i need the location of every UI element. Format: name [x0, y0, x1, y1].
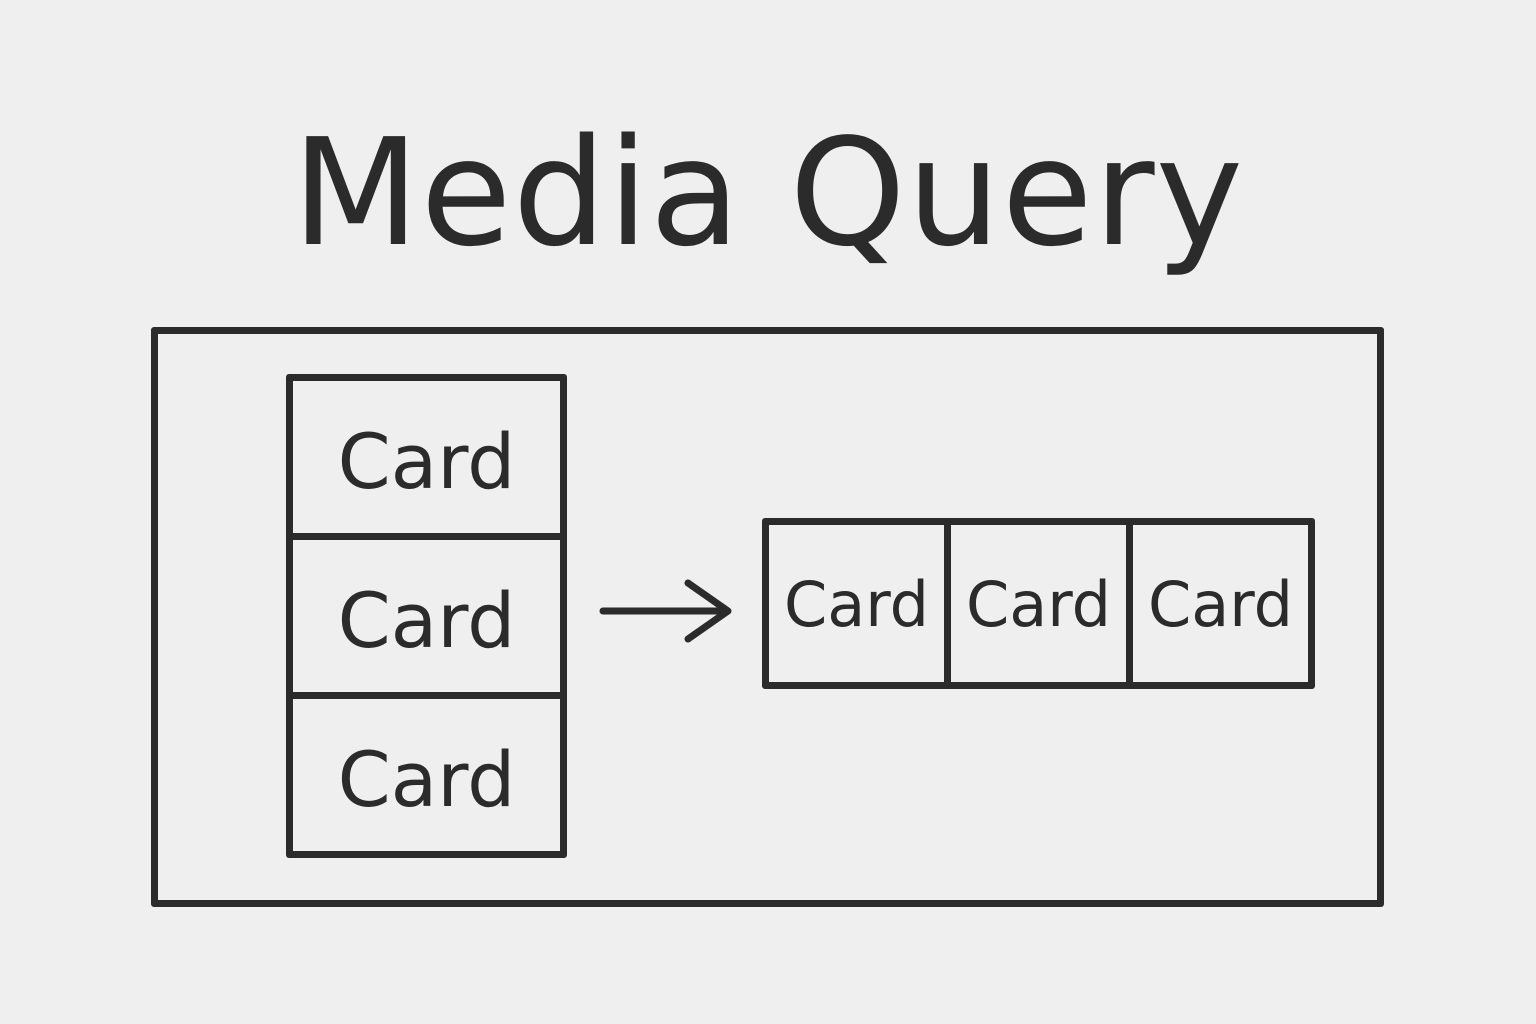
viewport-frame: [151, 327, 1384, 907]
row-card-group: Card Card Card: [762, 518, 1315, 689]
stacked-card: Card: [293, 533, 560, 692]
row-card: Card: [944, 525, 1126, 682]
arrow-right-icon: [599, 579, 732, 643]
row-card: Card: [1126, 525, 1308, 682]
row-card: Card: [783, 568, 930, 641]
stacked-card-column: Card Card Card: [286, 374, 567, 858]
stacked-card: Card: [337, 416, 516, 506]
diagram-title: Media Query: [291, 107, 1245, 279]
stacked-card: Card: [293, 692, 560, 851]
